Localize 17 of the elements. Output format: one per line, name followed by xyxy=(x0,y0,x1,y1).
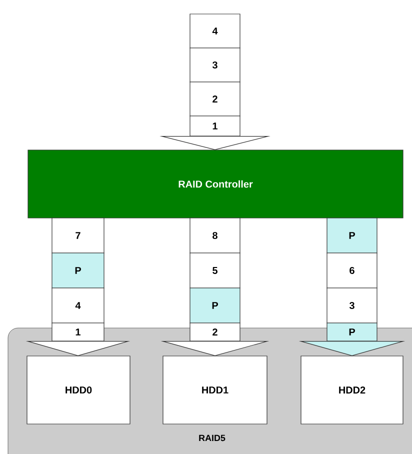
data-block: 6 xyxy=(326,252,378,288)
data-block: 4 xyxy=(190,14,240,48)
data-block: 3 xyxy=(190,48,240,82)
controller-box: RAID Controller xyxy=(28,150,404,218)
data-block: P xyxy=(326,218,378,254)
data-block: 8 xyxy=(190,218,240,254)
data-block: 7 xyxy=(52,218,104,254)
data-block: 4 xyxy=(52,288,104,324)
data-block: 1 xyxy=(190,116,240,136)
data-block: 2 xyxy=(190,322,240,342)
data-block: 3 xyxy=(326,288,378,324)
data-block: 5 xyxy=(190,252,240,288)
data-block: P xyxy=(326,322,378,342)
data-block: P xyxy=(52,252,104,288)
data-block: P xyxy=(190,288,240,324)
data-block: 2 xyxy=(190,82,240,116)
data-block: 1 xyxy=(52,322,104,342)
